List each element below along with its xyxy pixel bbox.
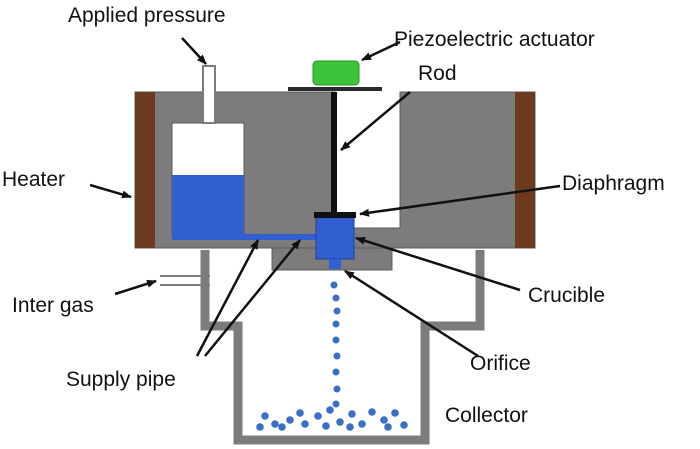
collector-chamber bbox=[200, 250, 485, 445]
pointer-rod bbox=[340, 91, 411, 151]
pointer-crucible bbox=[355, 236, 521, 292]
pointer-supply-pipe bbox=[195, 239, 260, 357]
pointer-applied-pressure bbox=[181, 37, 207, 65]
collected-droplet bbox=[336, 418, 344, 426]
falling-droplet bbox=[332, 336, 340, 344]
pointer-supply-pipe-2 bbox=[204, 239, 301, 357]
collected-droplet bbox=[400, 421, 408, 429]
heater-right bbox=[515, 92, 535, 248]
falling-droplet bbox=[332, 294, 340, 302]
orifice-nozzle bbox=[329, 259, 341, 269]
label-heater: Heater bbox=[2, 168, 65, 191]
label-collector: Collector bbox=[445, 404, 528, 427]
collected-droplet bbox=[348, 410, 356, 418]
collected-droplet bbox=[346, 423, 354, 431]
heater-left bbox=[135, 92, 155, 248]
label-supply-pipe: Supply pipe bbox=[66, 368, 176, 391]
label-piezo-actuator: Piezoelectric actuator bbox=[394, 28, 595, 51]
label-inter-gas: Inter gas bbox=[12, 294, 94, 317]
diaphragm bbox=[314, 212, 356, 218]
collected-droplet bbox=[326, 406, 334, 414]
pressure-inlet-tube bbox=[202, 65, 216, 124]
collected-droplet bbox=[286, 416, 294, 424]
collected-droplet bbox=[296, 409, 304, 417]
collected-droplet bbox=[301, 420, 309, 428]
label-rod: Rod bbox=[418, 62, 457, 85]
collected-droplet bbox=[314, 412, 322, 420]
label-orifice: Orifice bbox=[470, 352, 531, 375]
falling-droplet bbox=[332, 368, 340, 376]
liquid-melt bbox=[172, 175, 244, 237]
falling-droplet bbox=[333, 352, 341, 360]
collected-droplet bbox=[368, 408, 376, 416]
falling-droplet bbox=[332, 400, 340, 408]
label-diaphragm: Diaphragm bbox=[562, 172, 665, 195]
droplets bbox=[256, 281, 408, 431]
collected-droplet bbox=[358, 420, 366, 428]
label-crucible: Crucible bbox=[528, 284, 605, 307]
collected-droplet bbox=[256, 423, 264, 431]
pointer-piezo-actuator bbox=[361, 40, 401, 62]
collected-droplet bbox=[271, 420, 279, 428]
label-applied-pressure: Applied pressure bbox=[68, 4, 226, 27]
falling-droplet bbox=[333, 307, 341, 315]
collected-droplet bbox=[322, 422, 330, 430]
piezoelectric-actuator bbox=[312, 60, 360, 86]
falling-droplet bbox=[330, 281, 338, 289]
supply-pipe-channel bbox=[172, 234, 318, 240]
pointer-heater bbox=[89, 183, 132, 199]
falling-droplet bbox=[332, 320, 340, 328]
collected-droplet bbox=[384, 423, 392, 431]
pointer-orifice bbox=[344, 269, 479, 358]
falling-droplet bbox=[333, 385, 341, 393]
pointer-inter-gas bbox=[114, 279, 157, 296]
collected-droplet bbox=[261, 412, 269, 420]
rod bbox=[331, 92, 337, 214]
collected-droplet bbox=[278, 423, 286, 431]
crucible bbox=[315, 216, 355, 260]
collected-droplet bbox=[391, 409, 399, 417]
pointers bbox=[89, 37, 561, 358]
pointer-diaphragm bbox=[359, 184, 561, 217]
actuator-plate bbox=[288, 87, 382, 91]
collected-droplet bbox=[380, 416, 388, 424]
